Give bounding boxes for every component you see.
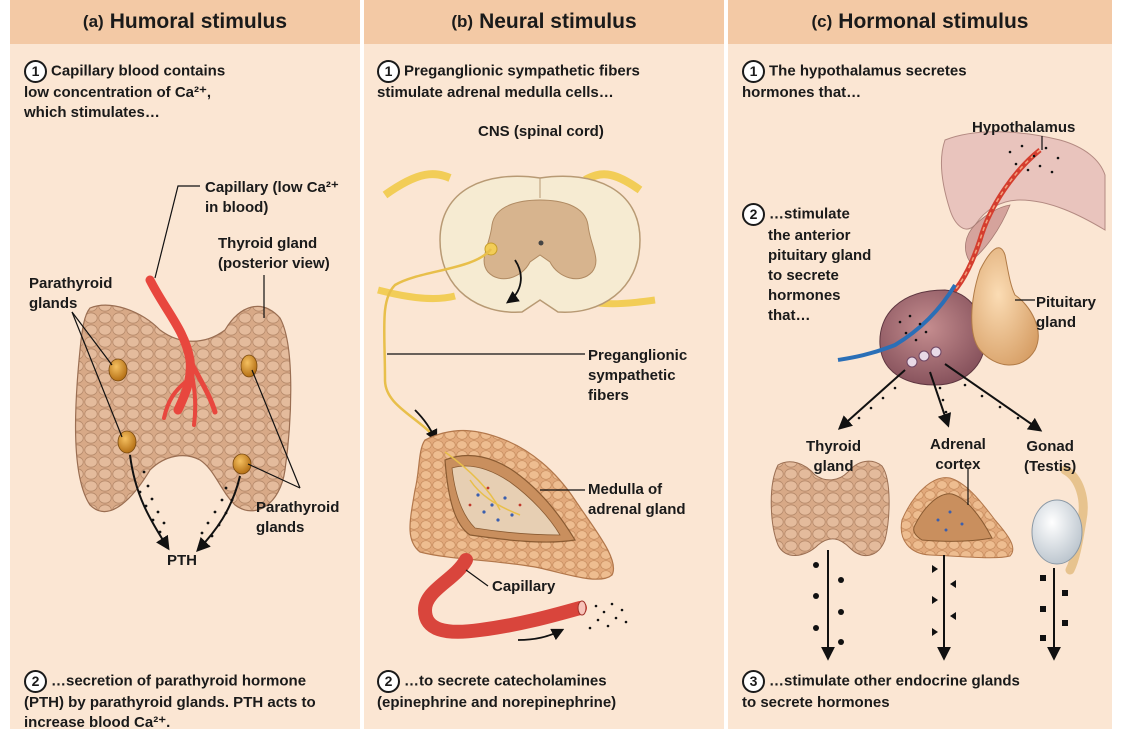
label-capillary-panel-b: Capillary xyxy=(492,577,555,597)
step-text: (epinephrine and norepinephrine) xyxy=(377,693,717,713)
label-text: sympathetic xyxy=(588,366,687,386)
step-text: …stimulate xyxy=(769,205,850,222)
label-cns-spinal-cord: CNS (spinal cord) xyxy=(478,122,604,142)
label-text: glands xyxy=(256,518,339,538)
adrenal-gland xyxy=(410,431,614,580)
step-text: …to secrete catecholamines xyxy=(404,672,607,689)
label-text: Capillary (low Ca²⁺ xyxy=(205,178,339,198)
testis-target xyxy=(1032,470,1083,570)
step-text: the anterior xyxy=(742,226,892,246)
step-number-badge: 1 xyxy=(24,60,47,83)
spinal-cord-cross-section xyxy=(378,174,655,312)
step-number-badge: 1 xyxy=(377,60,400,83)
label-text: gland xyxy=(1036,313,1096,333)
step-text: which stimulates… xyxy=(24,103,354,123)
label-text: fibers xyxy=(588,386,687,406)
panel-hormonal-step2: 2…stimulate the anterior pituitary gland… xyxy=(742,203,892,326)
step-number-badge: 3 xyxy=(742,670,765,693)
label-pituitary-gland: Pituitary gland xyxy=(1036,293,1096,333)
label-text: Thyroid gland xyxy=(218,234,330,254)
hypothalamus xyxy=(941,132,1105,300)
label-thyroid-gland-posterior: Thyroid gland (posterior view) xyxy=(218,234,330,274)
label-text: in blood) xyxy=(205,198,339,218)
label-capillary-low-ca: Capillary (low Ca²⁺ in blood) xyxy=(205,178,339,218)
label-parathyroid-glands-left: Parathyroid glands xyxy=(29,274,112,314)
label-text: Gonad xyxy=(1024,437,1076,457)
label-text: Parathyroid xyxy=(256,498,339,518)
step-text: Preganglionic sympathetic fibers xyxy=(404,62,640,79)
label-text: Medulla of xyxy=(588,480,686,500)
step-text: Capillary blood contains xyxy=(51,62,225,79)
label-text: Thyroid xyxy=(806,437,861,457)
label-text: adrenal gland xyxy=(588,500,686,520)
label-text: (posterior view) xyxy=(218,254,330,274)
label-text: gland xyxy=(806,457,861,477)
label-medulla-adrenal: Medulla of adrenal gland xyxy=(588,480,686,520)
panel-neural-step2: 2…to secrete catecholamines (epinephrine… xyxy=(377,670,717,713)
panel-humoral-step2: 2…secretion of parathyroid hormone (PTH)… xyxy=(24,670,364,733)
label-text: cortex xyxy=(930,455,986,475)
step-text: hormones xyxy=(742,286,892,306)
step-text: …stimulate other endocrine glands xyxy=(769,672,1020,689)
label-text: Parathyroid xyxy=(29,274,112,294)
step-text: to secrete hormones xyxy=(742,693,1102,713)
label-text: (Testis) xyxy=(1024,457,1076,477)
label-text: glands xyxy=(29,294,112,314)
step-text: (PTH) by parathyroid glands. PTH acts to xyxy=(24,693,364,713)
label-thyroid-gland-target: Thyroid gland xyxy=(806,437,861,477)
step-number-badge: 2 xyxy=(24,670,47,693)
step-text: that… xyxy=(742,306,892,326)
step-text: low concentration of Ca²⁺, xyxy=(24,83,354,103)
step-number-badge: 2 xyxy=(742,203,765,226)
step-text: …secretion of parathyroid hormone xyxy=(51,672,306,689)
step-text: to secrete xyxy=(742,266,892,286)
step-text: increase blood Ca²⁺. xyxy=(24,713,364,733)
label-hypothalamus: Hypothalamus xyxy=(972,118,1075,138)
label-text: Pituitary xyxy=(1036,293,1096,313)
step-text: The hypothalamus secretes xyxy=(769,62,967,79)
label-adrenal-cortex: Adrenal cortex xyxy=(930,435,986,475)
label-pth: PTH xyxy=(167,551,197,571)
step-number-badge: 1 xyxy=(742,60,765,83)
label-text: Adrenal xyxy=(930,435,986,455)
step-text: pituitary gland xyxy=(742,246,892,266)
label-parathyroid-glands-right: Parathyroid glands xyxy=(256,498,339,538)
target-gland-hormone-arrows xyxy=(813,550,1068,658)
label-preganglionic-fibers: Preganglionic sympathetic fibers xyxy=(588,346,687,406)
label-text: Preganglionic xyxy=(588,346,687,366)
step-text: stimulate adrenal medulla cells… xyxy=(377,83,717,103)
adrenal-cortex-target xyxy=(901,478,1013,558)
step-text: hormones that… xyxy=(742,83,1102,103)
label-gonad-testis: Gonad (Testis) xyxy=(1024,437,1076,477)
panel-hormonal-step3: 3…stimulate other endocrine glands to se… xyxy=(742,670,1102,713)
step-number-badge: 2 xyxy=(377,670,400,693)
